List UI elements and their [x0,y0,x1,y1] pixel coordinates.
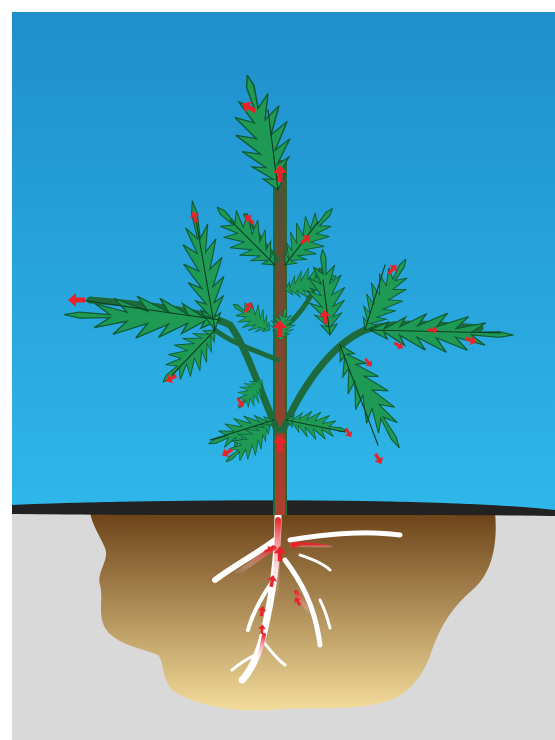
stem-flow-channel [275,170,285,515]
